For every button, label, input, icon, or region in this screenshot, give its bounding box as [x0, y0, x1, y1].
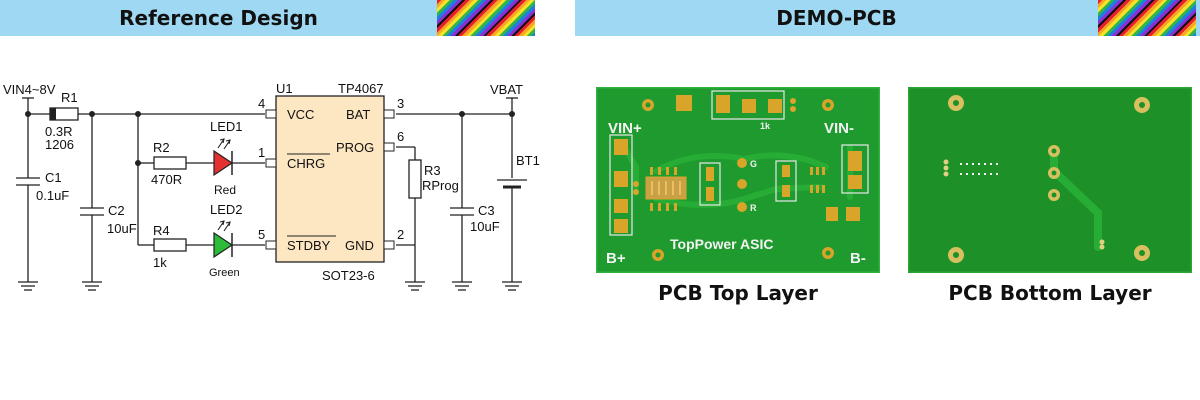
label-r2-ref: R2: [153, 140, 170, 155]
label-c3-value: 10uF: [470, 219, 500, 234]
pin-name-vcc: VCC: [287, 107, 314, 122]
label-r1-package: 1206: [45, 137, 74, 152]
banner-title: Reference Design: [119, 6, 318, 30]
banner-demo-pcb: DEMO-PCB: [575, 0, 1200, 36]
label-led2-color: Green: [209, 267, 240, 279]
label-c3-ref: C3: [478, 203, 495, 218]
schematic: VIN4~8V R1 0.3R 1206 C1 0.1uF C2 10uF R2…: [3, 81, 540, 291]
silk-b-plus: B+: [606, 250, 626, 267]
label-c2-value: 10uF: [107, 221, 137, 236]
label-c1-value: 0.1uF: [36, 188, 69, 203]
silk-b-minus: B-: [850, 250, 866, 267]
pcb-top-layer-image: VIN+ VIN- B+ B- TopPower ASIC 1k G R: [596, 87, 880, 273]
pin-name-gnd: GND: [345, 238, 374, 253]
pin-number-1: 1: [258, 145, 265, 160]
label-vin: VIN4~8V: [3, 82, 56, 97]
pin-number-2: 2: [397, 227, 404, 242]
label-bt1-ref: BT1: [516, 153, 540, 168]
label-u1-package: SOT23-6: [322, 268, 375, 283]
rainbow-stripe-logo: [437, 0, 535, 36]
pin-number-6: 6: [397, 129, 404, 144]
pin-number-3: 3: [397, 96, 404, 111]
label-u1-ref: U1: [276, 81, 293, 96]
pin-name-bat: BAT: [346, 107, 370, 122]
label-led2-ref: LED2: [210, 202, 243, 217]
pin-name-chrg: CHRG: [287, 156, 325, 171]
pin-number-4: 4: [258, 96, 265, 111]
label-r3-ref: R3: [424, 163, 441, 178]
silk-g: G: [750, 159, 757, 169]
banner-title: DEMO-PCB: [776, 6, 897, 30]
silk-brand: TopPower ASIC: [670, 236, 773, 252]
label-r4-ref: R4: [153, 223, 170, 238]
label-r1-value: 0.3R: [45, 124, 72, 139]
silk-res-value: 1k: [760, 121, 771, 131]
label-led1-ref: LED1: [210, 119, 243, 134]
pin-name-prog: PROG: [336, 140, 374, 155]
banner-reference-design: Reference Design: [0, 0, 535, 36]
label-r1-ref: R1: [61, 90, 78, 105]
silk-r: R: [750, 203, 757, 213]
rainbow-stripe-logo: [1098, 0, 1196, 36]
pcb-top-caption: PCB Top Layer: [658, 281, 818, 305]
pin-name-stdby: STDBY: [287, 238, 331, 253]
label-r4-value: 1k: [153, 255, 167, 270]
label-r2-value: 470R: [151, 172, 182, 187]
pcb-bottom-layer-image: [908, 87, 1192, 273]
label-c1-ref: C1: [45, 170, 62, 185]
pin-number-5: 5: [258, 227, 265, 242]
label-c2-ref: C2: [108, 203, 125, 218]
silk-vin-plus: VIN+: [608, 120, 642, 137]
silk-vin-minus: VIN-: [824, 120, 854, 137]
label-u1-part: TP4067: [338, 81, 384, 96]
pcb-bottom-caption: PCB Bottom Layer: [948, 281, 1152, 305]
label-vbat: VBAT: [490, 82, 523, 97]
label-led1-color: Red: [214, 183, 236, 197]
label-r3-value: RProg: [422, 178, 459, 193]
